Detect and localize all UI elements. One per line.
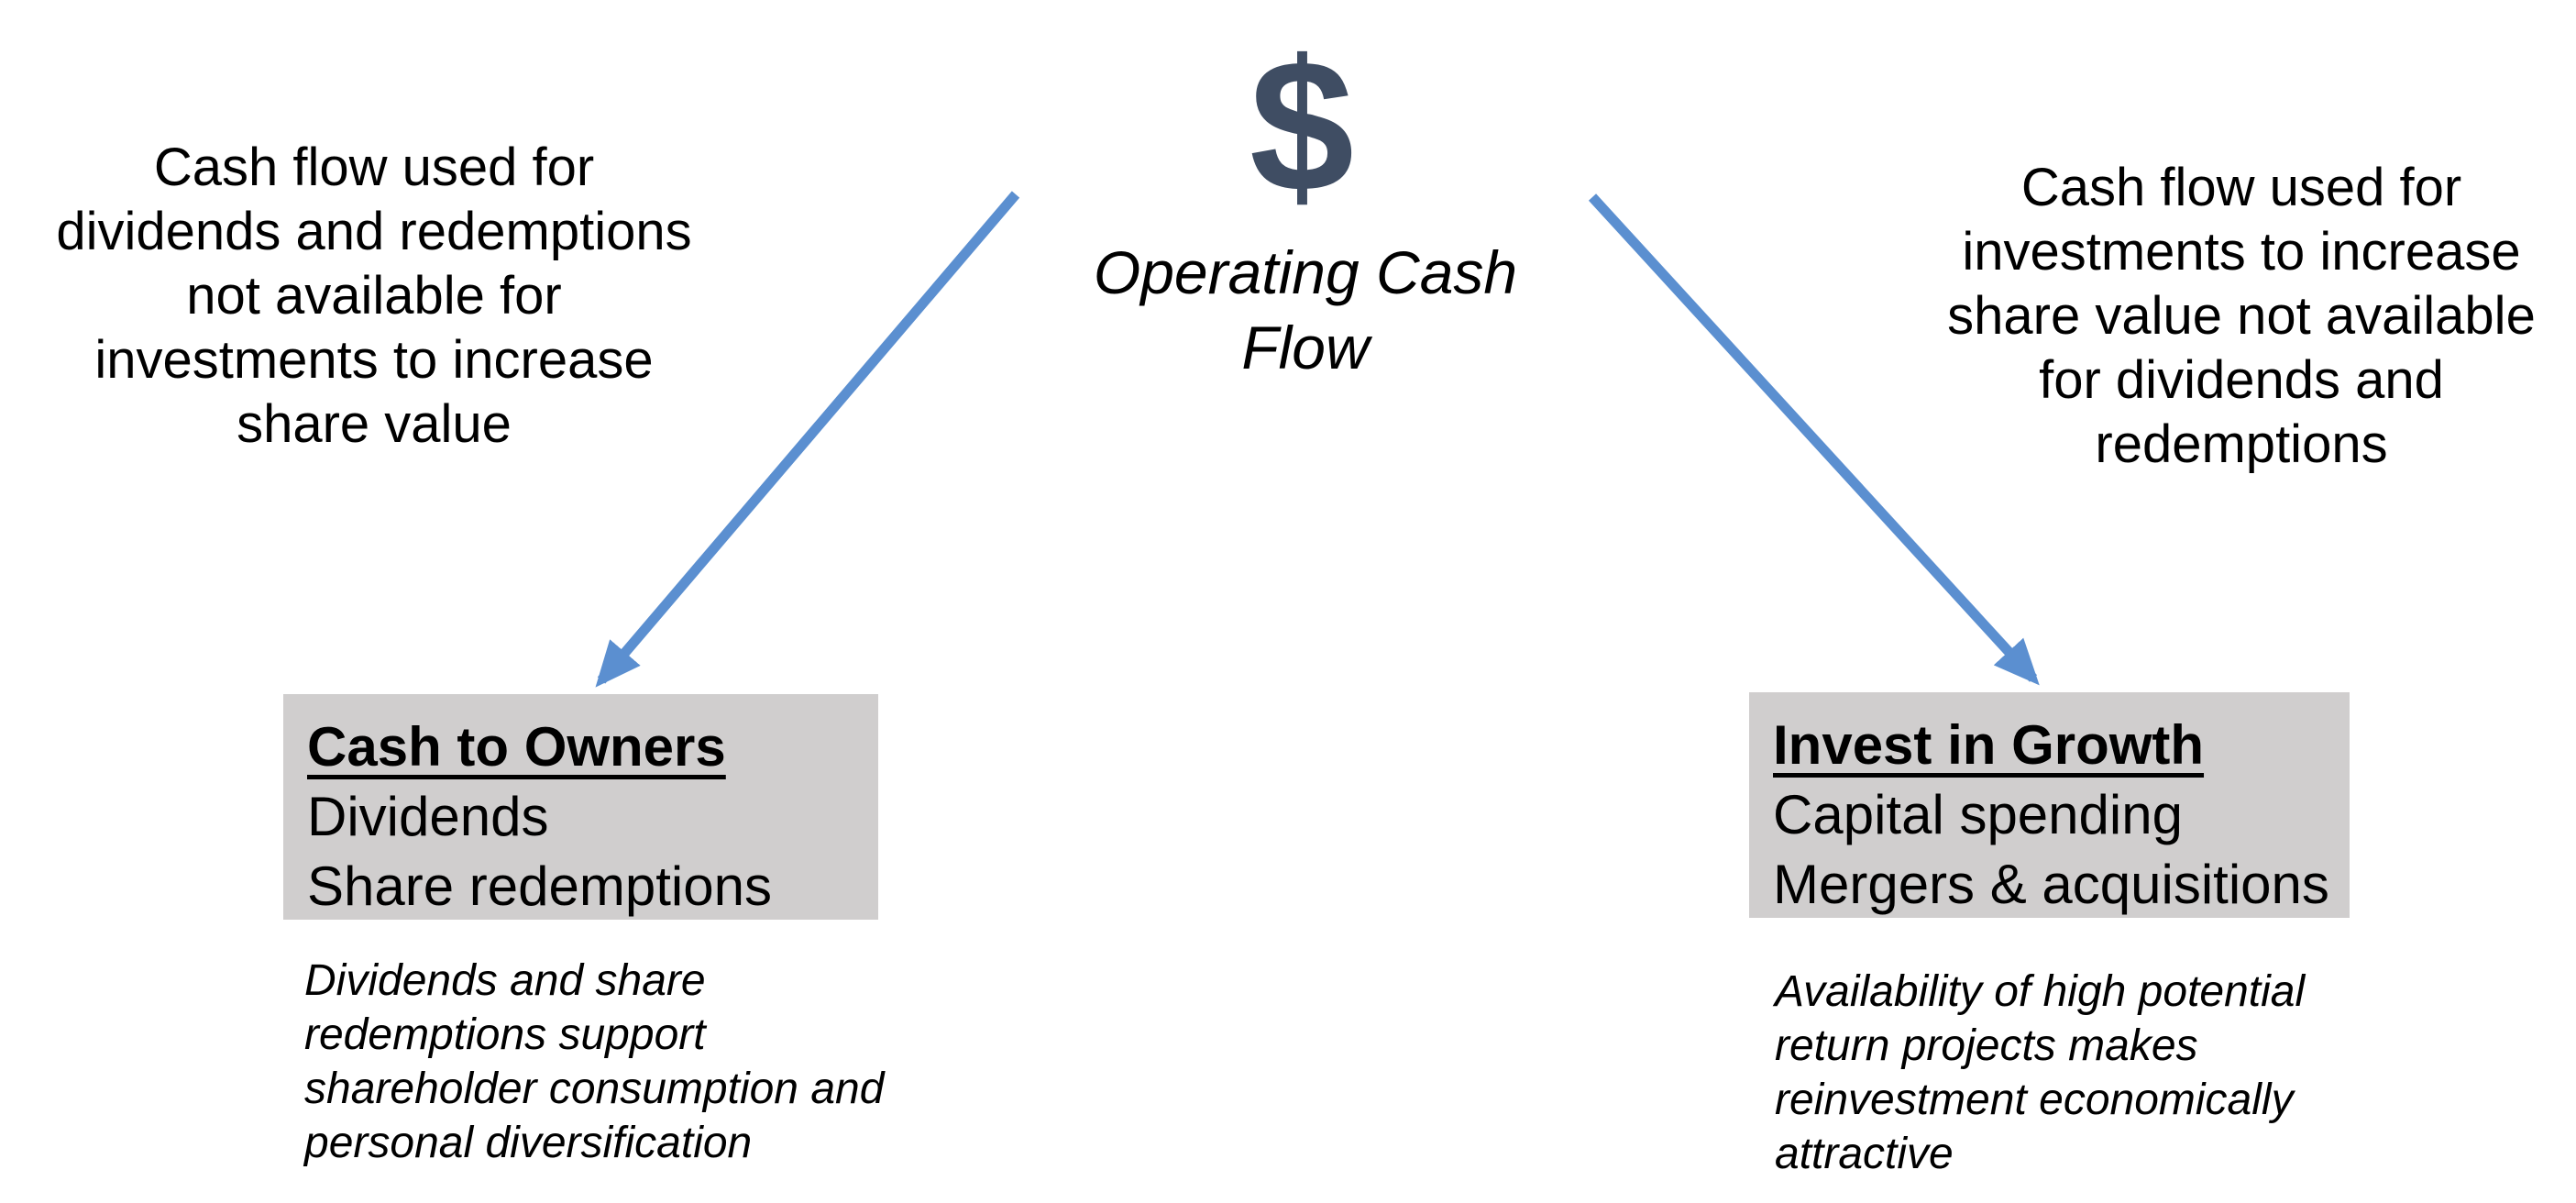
left-note-line: shareholder consumption and [304,1065,885,1113]
invest-in-growth-item: Capital spending [1773,784,2183,845]
ocf-line-1: Operating Cash [1093,238,1518,306]
left-annotation-line: not available for [186,266,562,326]
right-note-line: reinvestment economically [1775,1076,2294,1124]
left-arrow [595,191,1020,688]
right-annotation-line: Cash flow used for [2020,158,2462,217]
left-note-line: personal diversification [304,1119,753,1167]
invest-in-growth-box: Invest in Growth Capital spending Merger… [1749,692,2350,918]
left-annotation-line: dividends and redemptions [56,202,692,261]
left-annotation-line: Cash flow used for [153,138,595,197]
right-annotation-line: investments to increase [1962,222,2521,281]
right-note-line: Availability of high potential [1775,967,2306,1016]
right-annotation-line: redemptions [2095,414,2388,474]
left-annotation-line: investments to increase [94,330,654,390]
left-annotation-line: share value [237,394,512,454]
right-note: Availability of high potential return pr… [1775,965,2380,1181]
invest-in-growth-item: Mergers & acquisitions [1773,854,2329,915]
right-annotation: Cash flow used for investments to increa… [1925,156,2558,477]
cash-to-owners-title: Cash to Owners [307,716,726,778]
right-note-line: attractive [1775,1130,1954,1178]
left-annotation: Cash flow used for dividends and redempt… [53,136,695,457]
cash-to-owners-box: Cash to Owners Dividends Share redemptio… [283,694,878,920]
right-arrow [1588,193,2040,686]
invest-in-growth-title: Invest in Growth [1773,714,2205,776]
left-note-line: redemptions support [304,1010,706,1059]
cash-to-owners-item: Dividends [307,786,549,847]
operating-cash-flow-label: Operating Cash Flow [985,235,1626,385]
cash-to-owners-item: Share redemptions [307,855,772,917]
left-note: Dividends and share redemptions support … [304,954,909,1170]
right-annotation-line: share value not available [1947,286,2536,346]
ocf-line-2: Flow [1241,314,1370,381]
left-note-line: Dividends and share [304,956,706,1005]
right-annotation-line: for dividends and [2039,350,2444,410]
right-note-line: return projects makes [1775,1021,2198,1070]
dollar-icon: $ [1249,21,1354,231]
